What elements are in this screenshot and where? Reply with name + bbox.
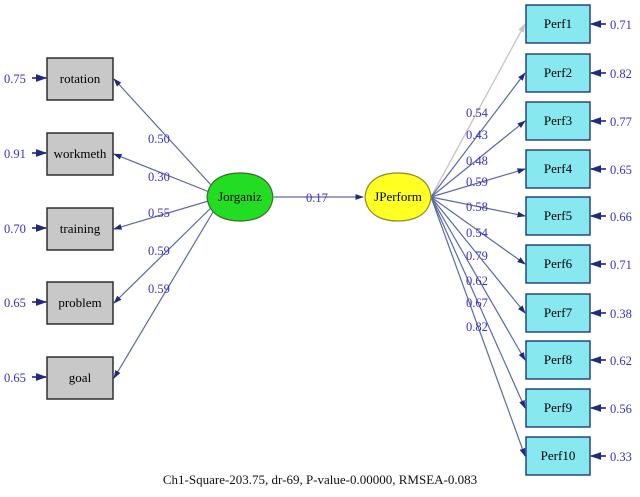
error-value-Perf5: 0.66: [610, 210, 632, 224]
loading-value-Perf8: 0.62: [466, 274, 488, 288]
loading-arrow-goal: [113, 196, 223, 379]
loading-value-Perf5: 0.58: [466, 200, 488, 214]
indicator-box-Perf7: [525, 293, 591, 333]
indicator-box-Perf5: [525, 196, 591, 236]
loading-value-goal: 0.59: [148, 282, 170, 296]
indicator-box-Perf6: [525, 244, 591, 284]
indicator-label-rotation: rotation: [60, 71, 101, 86]
indicator-label-goal: goal: [69, 370, 92, 385]
loading-value-Perf6: 0.54: [466, 226, 489, 240]
indicator-label-Perf7: Perf7: [544, 305, 573, 320]
error-value-Perf10: 0.33: [610, 450, 632, 464]
indicator-label-Perf2: Perf2: [544, 65, 572, 80]
indicator-label-problem: problem: [58, 295, 101, 310]
loading-arrow-training: [113, 196, 223, 230]
indicator-label-Perf5: Perf5: [544, 208, 572, 223]
indicator-box-goal: [46, 356, 114, 400]
indicator-box-Perf10: [525, 436, 591, 476]
loading-value-Perf3: 0.48: [466, 154, 488, 168]
fit-statistics: Ch1-Square-203.75, dr-69, P-value-0.0000…: [162, 472, 478, 487]
error-value-Perf8: 0.62: [610, 354, 632, 368]
error-value-Perf6: 0.71: [610, 258, 632, 272]
indicator-boxes: rotationworkmethtrainingproblemgoalPerf1…: [46, 4, 591, 476]
latent-jperform: [364, 172, 432, 222]
error-value-Perf3: 0.77: [610, 115, 632, 129]
coefficient-labels: 0.75 0.50 0.91 0.30 0.70 0.55 0.65 0.59 0.65 0.59…: [4, 18, 632, 464]
indicator-box-problem: [46, 281, 114, 325]
indicator-box-rotation: [46, 57, 114, 101]
indicator-label-Perf4: Perf4: [544, 161, 573, 176]
loading-arrow-Perf2: [430, 72, 526, 198]
indicator-box-Perf2: [525, 53, 591, 93]
error-value-Perf4: 0.65: [610, 163, 632, 177]
loading-value-Perf7: 0.79: [466, 249, 488, 263]
loading-arrow-Perf10: [430, 196, 526, 457]
latent-jorganiz: [206, 172, 274, 222]
indicator-label-Perf10: Perf10: [541, 448, 576, 463]
loading-arrow-Perf8: [430, 196, 526, 361]
indicator-box-Perf9: [525, 388, 591, 428]
loading-arrow-Perf1: [430, 23, 526, 198]
loading-value-workmeth: 0.30: [148, 170, 170, 184]
indicator-box-Perf1: [525, 4, 591, 44]
loading-arrow-Perf6: [430, 196, 526, 265]
loading-value-Perf1: 0.54: [466, 106, 489, 120]
loading-arrow-Perf9: [430, 196, 526, 409]
indicator-box-Perf8: [525, 340, 591, 380]
loading-value-Perf9: 0.67: [466, 296, 488, 310]
latent-label-jorganiz: Jorganiz: [218, 189, 262, 204]
indicator-box-workmeth: [46, 132, 114, 176]
loading-arrow-rotation: [113, 78, 223, 198]
indicator-label-Perf1: Perf1: [544, 16, 572, 31]
error-value-Perf2: 0.82: [610, 67, 632, 81]
error-value-Perf9: 0.56: [610, 402, 632, 416]
indicator-label-Perf8: Perf8: [544, 352, 572, 367]
path-arrows: [32, 20, 606, 460]
error-value-Perf7: 0.38: [610, 307, 632, 321]
loading-value-rotation: 0.50: [148, 132, 170, 146]
error-value-goal: 0.65: [4, 371, 26, 385]
indicator-label-Perf6: Perf6: [544, 256, 573, 271]
loading-value-Perf10: 0.82: [466, 320, 488, 334]
loading-arrow-Perf4: [430, 168, 526, 198]
indicator-box-Perf3: [525, 101, 591, 141]
loading-arrow-Perf5: [430, 196, 526, 218]
error-value-training: 0.70: [4, 222, 26, 236]
indicator-label-Perf3: Perf3: [544, 113, 572, 128]
loading-value-training: 0.55: [148, 206, 170, 220]
loading-arrow-Perf7: [430, 196, 526, 314]
loading-arrow-problem: [113, 196, 223, 304]
indicator-label-workmeth: workmeth: [54, 146, 107, 161]
indicator-label-training: training: [60, 221, 101, 236]
path-coefficient: 0.17: [306, 191, 328, 205]
latent-label-jperform: JPerform: [374, 189, 422, 204]
loading-arrow-workmeth: [113, 153, 223, 198]
indicator-label-Perf9: Perf9: [544, 400, 572, 415]
error-value-workmeth: 0.91: [4, 147, 26, 161]
error-value-problem: 0.65: [4, 296, 26, 310]
loading-value-problem: 0.59: [148, 244, 170, 258]
loading-arrow-Perf3: [430, 120, 526, 198]
error-value-rotation: 0.75: [4, 72, 26, 86]
error-value-Perf1: 0.71: [610, 18, 632, 32]
loading-value-Perf2: 0.43: [466, 128, 488, 142]
loading-value-Perf4: 0.59: [466, 175, 488, 189]
indicator-box-Perf4: [525, 149, 591, 189]
indicator-box-training: [46, 207, 114, 251]
